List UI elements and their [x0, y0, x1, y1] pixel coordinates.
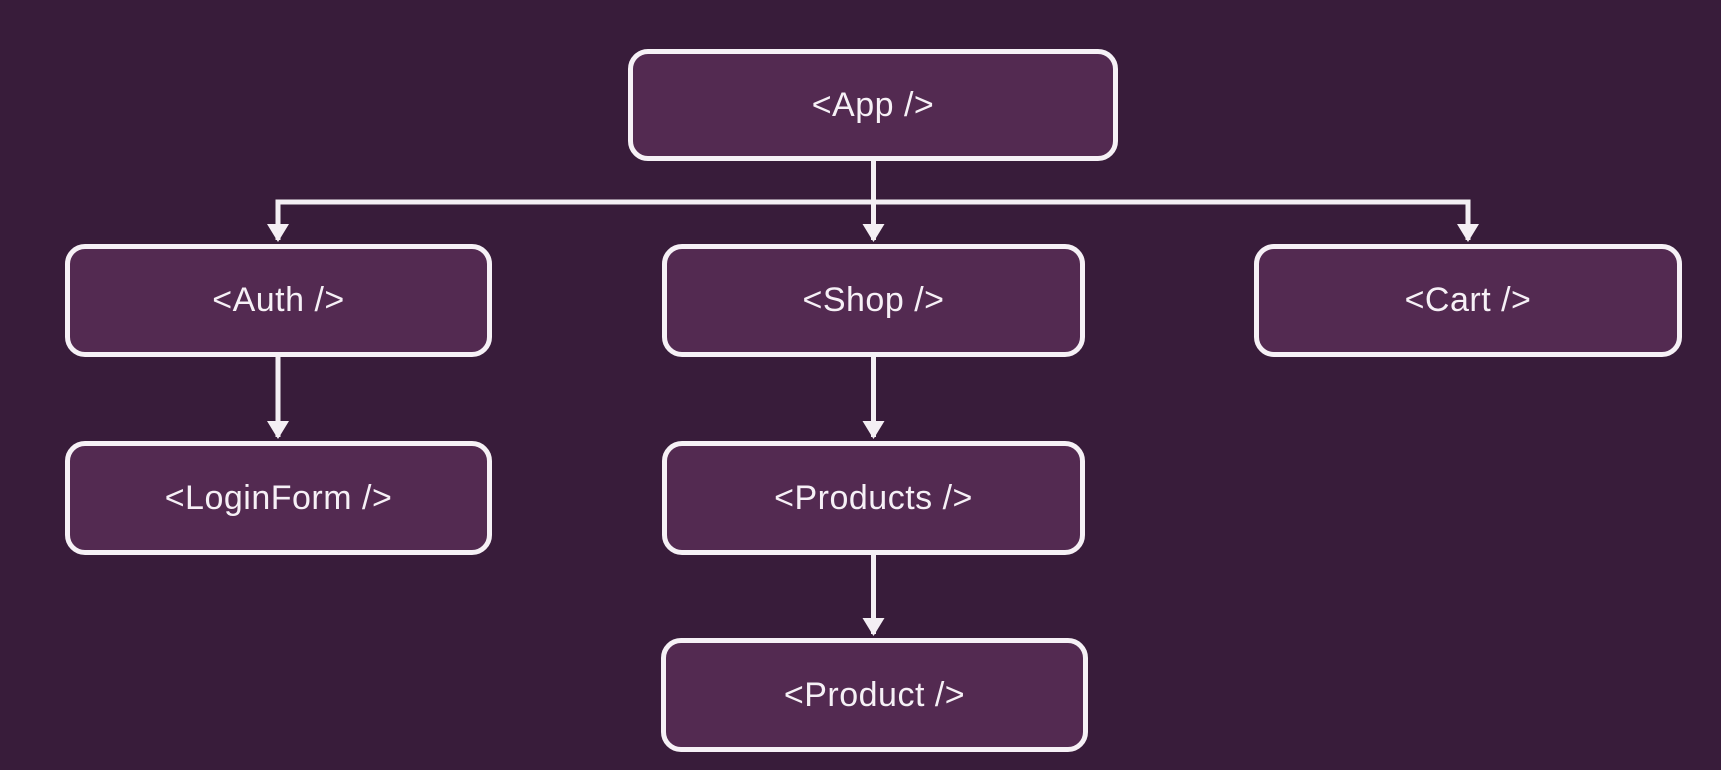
node-app: <App />	[628, 49, 1118, 161]
node-auth: <Auth />	[65, 244, 492, 357]
node-product: <Product />	[661, 638, 1088, 752]
node-shop: <Shop />	[662, 244, 1085, 357]
node-products: <Products />	[662, 441, 1085, 555]
node-cart: <Cart />	[1254, 244, 1682, 357]
node-loginform: <LoginForm />	[65, 441, 492, 555]
